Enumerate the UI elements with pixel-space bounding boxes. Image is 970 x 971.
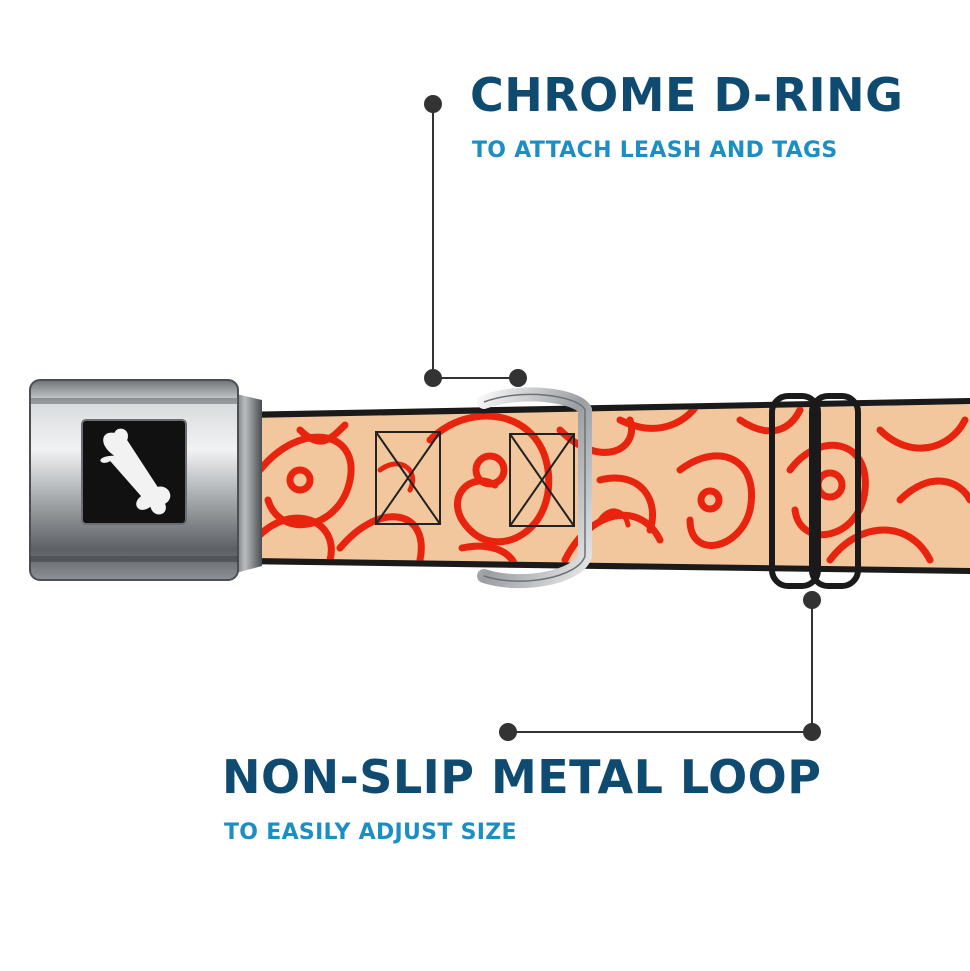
d-ring-subtitle: TO ATTACH LEASH AND TAGS xyxy=(472,138,838,163)
stitch-boxes xyxy=(375,431,575,527)
seatbelt-buckle xyxy=(29,379,262,581)
metal-loop-title: NON-SLIP METAL LOOP xyxy=(222,750,822,804)
bone-icon xyxy=(99,427,172,516)
metal-loop-subtitle: TO EASILY ADJUST SIZE xyxy=(224,820,517,845)
metal-loop xyxy=(769,393,861,589)
chrome-d-ring xyxy=(477,387,592,589)
d-ring-leader-line xyxy=(424,95,527,387)
collar-strap xyxy=(236,398,970,574)
d-ring-title: CHROME D-RING xyxy=(470,68,904,122)
loop-leader-line xyxy=(499,591,821,741)
paisley-pattern xyxy=(251,404,970,568)
